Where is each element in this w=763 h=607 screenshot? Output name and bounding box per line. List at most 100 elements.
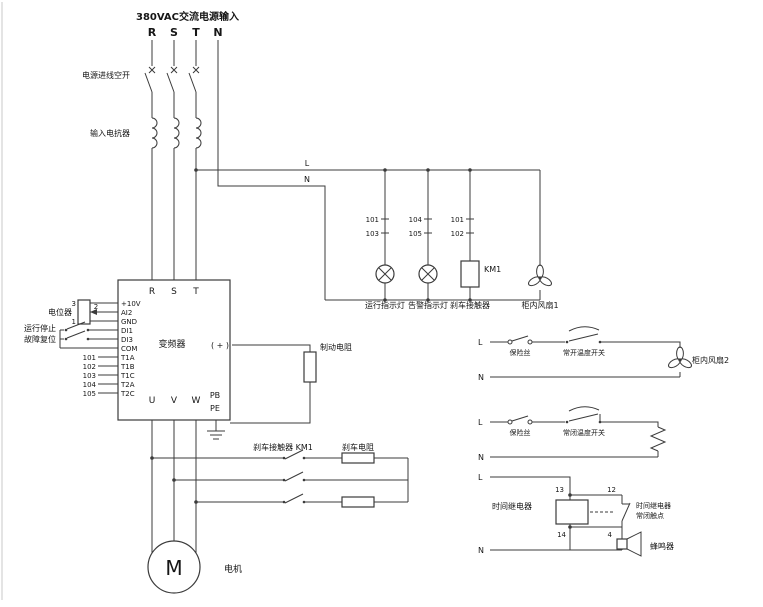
wire-number-102: 102 <box>83 363 96 371</box>
junction-dot <box>383 168 387 172</box>
alarm-lamp-terminal-2: 105 <box>409 230 422 238</box>
inverter-terminal-s: S <box>171 287 177 297</box>
reactor-icon-r <box>151 117 158 149</box>
temp-switch-no-label: 常开温度开关 <box>563 348 605 357</box>
inverter-terminal-t1c: T1C <box>120 372 135 380</box>
wire-number-103: 103 <box>83 372 96 380</box>
phase-label-t: T <box>192 26 200 39</box>
wire-number-104: 104 <box>83 381 97 389</box>
relay-terminal-12: 12 <box>607 486 616 494</box>
junction-dot <box>426 168 430 172</box>
cabinet-fan2-label: 柜内风扇2 <box>692 355 729 365</box>
km1-contact-blades <box>284 449 304 504</box>
brake-contactor-label: 刹车接触器 KM1 <box>253 442 313 452</box>
inverter-body <box>117 279 231 421</box>
contact-dot <box>282 500 286 504</box>
inverter-terminal-t2c: T2C <box>120 390 135 398</box>
inverter-terminal-di1: DI1 <box>121 327 133 335</box>
junction-dot <box>468 298 472 302</box>
dc-brake-resistor-section: 制动电阻 <box>207 342 352 440</box>
motor-circle <box>147 540 201 594</box>
brake-coil-terminal-2: 102 <box>451 230 464 238</box>
breaker-icon-r <box>144 66 156 93</box>
fault-reset-label: 故障复位 <box>24 334 56 344</box>
dc-brake-wires <box>230 344 311 424</box>
contact-dot <box>302 456 306 460</box>
reactor-icon-t <box>195 117 202 149</box>
temp-switch-nc-label: 常闭温度开关 <box>563 428 605 437</box>
cabinet-fan1-icon <box>527 264 553 287</box>
braking-resistor-icon <box>303 351 317 383</box>
inverter-terminal-t: T <box>192 287 199 297</box>
fuse-icon-1 <box>507 335 533 345</box>
motor-label: 电机 <box>224 563 242 575</box>
diagram-title: 380VAC交流电源输入 <box>136 10 239 23</box>
inverter-block: R S T 变频器 +10V AI2 GND DI1 DI3 COM T1A T… <box>117 279 231 421</box>
junction-dot <box>383 298 387 302</box>
power-input-section: 380VAC交流电源输入 R S T N 电源进线空开 输入电抗器 L N <box>82 10 540 300</box>
junction-dot <box>426 298 430 302</box>
breaker-label: 电源进线空开 <box>82 70 130 80</box>
inverter-terminal-t1a: T1A <box>120 354 135 362</box>
pot-terminal-1: 1 <box>72 318 76 326</box>
fan2-wires <box>490 341 681 378</box>
inverter-terminal-t2a: T2A <box>120 381 135 389</box>
brake-resistor-icon-2 <box>341 496 375 508</box>
fuse-label-2: 保险丝 <box>510 428 531 437</box>
inverter-terminal-com: COM <box>121 345 137 353</box>
time-relay-label: 时间继电器 <box>492 501 532 511</box>
contact-dot <box>302 500 306 504</box>
contact-dot <box>302 478 306 482</box>
motor-section: M 电机 <box>147 420 242 594</box>
fan2-circuit: L N 保险丝 常开温度开关 柜内风扇2 <box>478 326 729 382</box>
run-stop-switch-icon <box>66 321 86 330</box>
alarm-indicator-lamp-icon <box>418 264 438 284</box>
inverter-terminal-t1b: T1B <box>120 363 135 371</box>
timer-circuit: L N 时间继电器 13 12 14 4 时间继电器 常闭触点 蜂鸣器 <box>478 473 674 557</box>
temp-switch-nc-icon <box>565 406 602 424</box>
reactor-label: 输入电抗器 <box>90 128 130 138</box>
braking-resistor-label: 制动电阻 <box>320 342 352 352</box>
fan2-live-label: L <box>478 338 483 347</box>
inverter-terminal-pb: PB <box>210 391 220 400</box>
brake-row-wires <box>152 457 409 503</box>
phase-label-r: R <box>148 26 157 39</box>
pot-wiper-arrow <box>90 309 97 315</box>
left-io-wires <box>59 302 118 394</box>
live-line-label: L <box>305 159 310 168</box>
heater-wires <box>490 421 659 458</box>
contact-dot <box>64 337 68 341</box>
cabinet-fan1-label: 柜内风扇1 <box>521 300 558 310</box>
nc-contact-label-line1: 时间继电器 <box>636 501 671 510</box>
contact-dot <box>86 337 90 341</box>
junction-dot <box>568 525 572 529</box>
junction-dot <box>194 168 198 172</box>
inverter-terminal-v: V <box>171 396 178 406</box>
inverter-terminal-di3: DI3 <box>121 336 133 344</box>
heater-neutral-label: N <box>478 453 484 462</box>
breaker-icon-s <box>166 66 178 93</box>
heater-live-label: L <box>478 418 483 427</box>
brake-resistor-icon-1 <box>341 452 375 464</box>
wire-number-101: 101 <box>83 354 96 362</box>
fuse-label-1: 保险丝 <box>510 348 531 357</box>
potentiometer-icon <box>77 299 91 325</box>
junction-dot <box>568 493 572 497</box>
inverter-terminal-10v: +10V <box>121 300 141 308</box>
run-lamp-terminal-2: 103 <box>366 230 379 238</box>
potentiometer-label: 电位器 <box>48 307 72 317</box>
inverter-name: 变频器 <box>158 338 185 350</box>
temp-switch-no-icon <box>565 326 602 344</box>
contact-dot <box>86 328 90 332</box>
brake-contactor-section: 刹车接触器 KM1 刹车电阻 <box>150 442 409 508</box>
wire-number-105: 105 <box>83 390 96 398</box>
contact-dot <box>282 478 286 482</box>
brake-resistor-label: 刹车电阻 <box>342 442 374 452</box>
inverter-terminal-pe: PE <box>210 404 220 413</box>
contact-dot <box>282 456 286 460</box>
neutral-line-label: N <box>304 175 310 184</box>
heater-element-icon <box>649 426 667 452</box>
pot-terminal-2: 2 <box>94 303 98 311</box>
breaker-icon-t <box>188 66 200 93</box>
